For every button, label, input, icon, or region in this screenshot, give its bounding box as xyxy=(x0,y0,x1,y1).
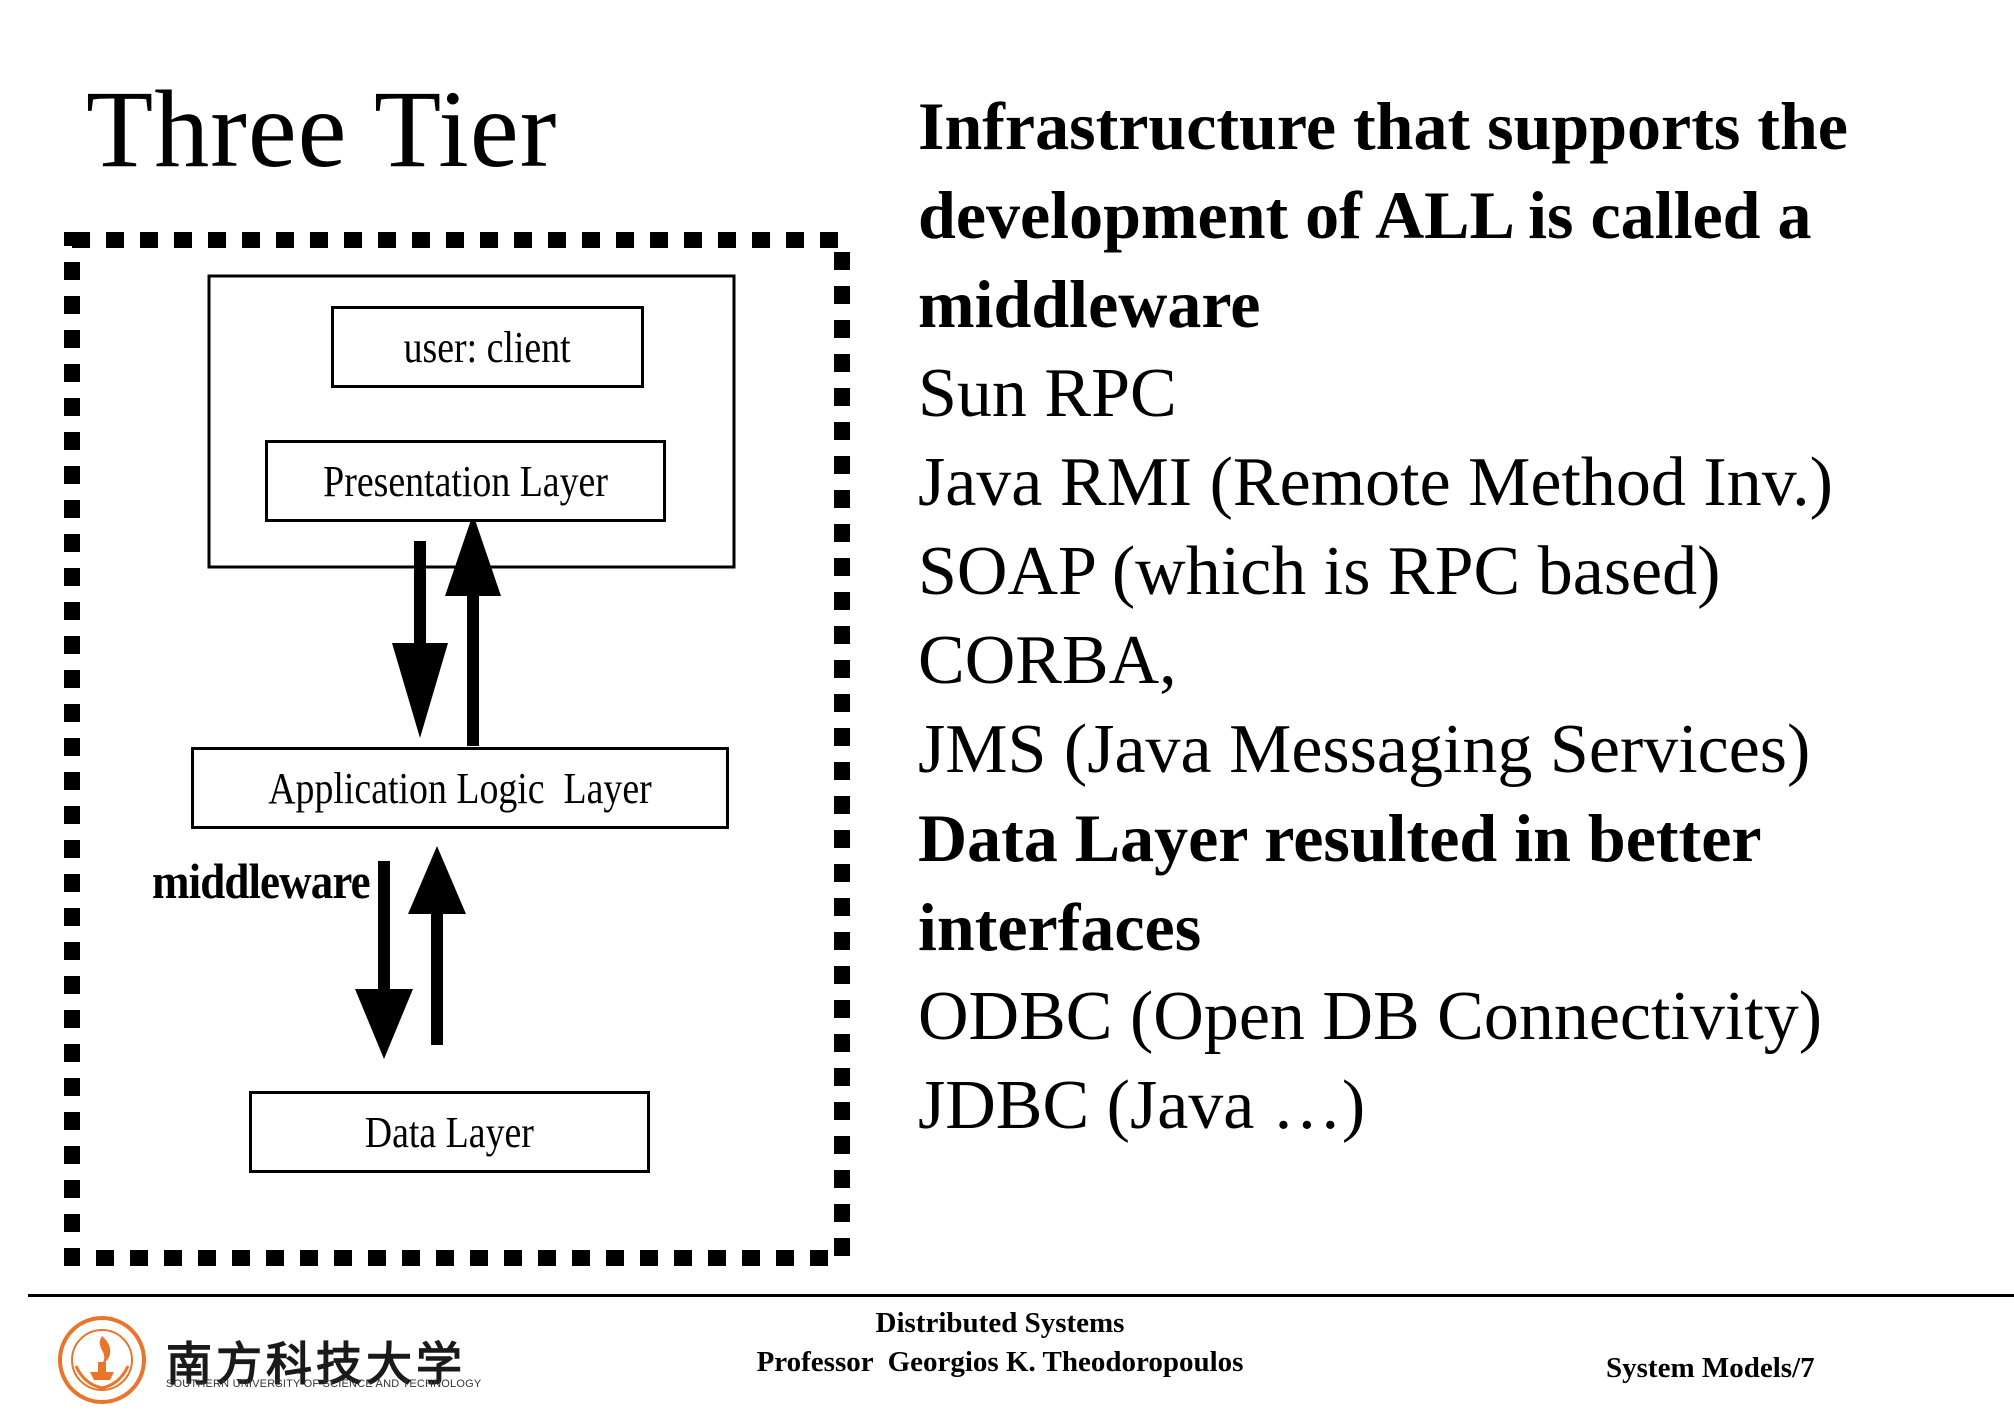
arrow-down-icon xyxy=(392,643,448,738)
content-line: Sun RPC xyxy=(918,355,1177,432)
three-tier-diagram: user: client Presentation Layer Applicat… xyxy=(58,224,858,1284)
content-line: JDBC (Java …) xyxy=(918,1067,1366,1144)
content-list: Infrastructure that supports the develop… xyxy=(918,82,1998,1150)
content-line: Infrastructure that supports the xyxy=(918,88,1848,164)
content-line: development of ALL is called a xyxy=(918,177,1812,253)
university-name-cn: 南方科技大学 xyxy=(166,1337,466,1391)
course-name: Distributed Systems xyxy=(875,1307,1125,1339)
diagram-graphics xyxy=(64,232,850,1266)
application-logic-layer-label: Application Logic Layer xyxy=(268,763,652,813)
arrows-presentation-application xyxy=(392,514,501,746)
presentation-layer-box: Presentation Layer xyxy=(265,440,666,522)
presentation-layer-label: Presentation Layer xyxy=(323,456,608,506)
university-name-en: SOUTHERN UNIVERSITY OF SCIENCE AND TECHN… xyxy=(166,1378,482,1390)
content-line: JMS (Java Messaging Services) xyxy=(918,711,1811,788)
content-line: ODBC (Open DB Connectivity) xyxy=(918,978,1823,1055)
user-client-label: user: client xyxy=(403,322,572,372)
content-line: middleware xyxy=(918,266,1261,342)
arrow-down-icon xyxy=(355,989,413,1059)
university-logo: 南方科技大学 SOUTHERN UNIVERSITY OF SCIENCE AN… xyxy=(54,1312,481,1404)
arrow-up-icon xyxy=(408,846,466,914)
user-client-box: user: client xyxy=(331,306,644,388)
application-logic-layer-box: Application Logic Layer xyxy=(191,747,729,829)
footer-divider xyxy=(28,1294,2014,1297)
content-line: Java RMI (Remote Method Inv.) xyxy=(918,444,1833,521)
footer-center: Distributed Systems Professor Georgios K… xyxy=(650,1304,1350,1382)
content-line: SOAP (which is RPC based) xyxy=(918,533,1721,610)
content-line: interfaces xyxy=(918,889,1202,965)
arrow-up-icon xyxy=(445,514,501,596)
university-seal-icon xyxy=(58,1316,146,1404)
page-number: System Models/7 xyxy=(1606,1352,1815,1384)
data-layer-box: Data Layer xyxy=(249,1091,650,1173)
content-line: Data Layer resulted in better xyxy=(918,800,1762,876)
slide-title: Three Tier xyxy=(86,68,558,190)
professor-name: Professor Georgios K. Theodoropoulos xyxy=(756,1346,1244,1378)
data-layer-label: Data Layer xyxy=(364,1107,535,1157)
middleware-boundary xyxy=(64,232,850,1266)
middleware-label: middleware xyxy=(152,853,371,909)
arrows-application-data xyxy=(355,846,466,1059)
content-line: CORBA, xyxy=(918,622,1177,699)
